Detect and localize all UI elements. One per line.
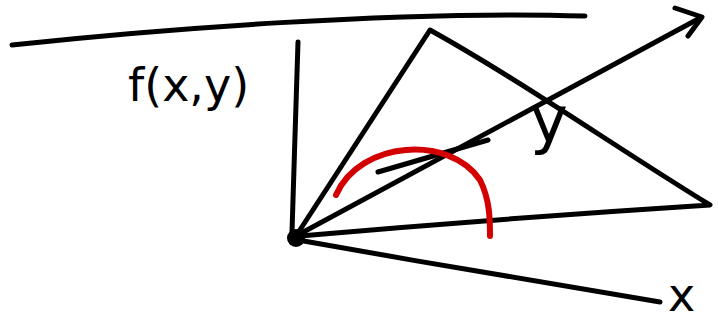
- axis-label: x: [668, 272, 695, 318]
- origin-dot: [287, 229, 305, 247]
- axis-label: y: [530, 88, 568, 152]
- function-label: f(x,y): [128, 62, 249, 108]
- angle-arc: [336, 150, 490, 236]
- y-arrowhead: [675, 8, 702, 36]
- x-axis: [298, 240, 660, 302]
- y-axis: [296, 18, 700, 236]
- vertical-axis: [292, 42, 298, 232]
